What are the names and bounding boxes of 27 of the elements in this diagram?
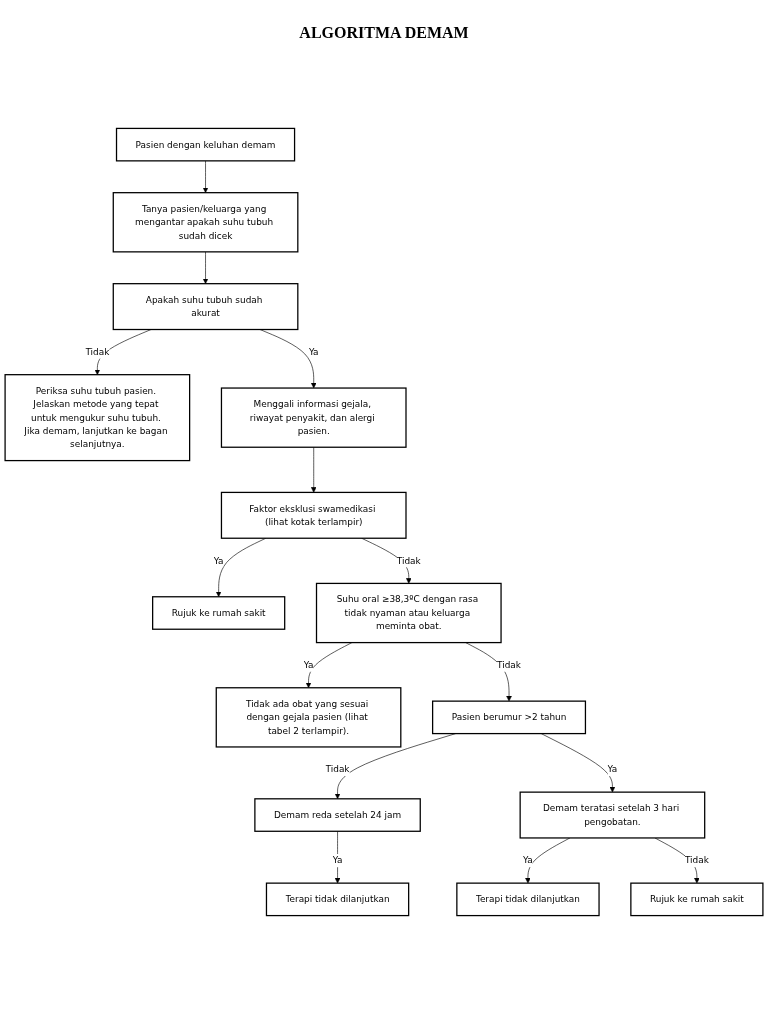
node-box: Terapi tidak dilanjutkan — [265, 882, 410, 917]
edge-label: Ya — [213, 555, 224, 566]
node-box: Terapi tidak dilanjutkan — [456, 882, 600, 917]
node-box: Tanya pasien/keluarga yang mengantar apakah suhu tubuh sudah dicek — [112, 192, 299, 253]
edge-label: Ya — [332, 855, 343, 866]
node-box: Suhu oral ≥38,3ºC dengan rasa tidak nyaman atau keluarga meminta obat. — [315, 582, 502, 644]
node-box: Pasien berumur >2 tahun — [432, 700, 587, 735]
node-box: Rujuk ke rumah sakit — [630, 882, 764, 917]
diagram-title: ALGORITMA DEMAM — [298, 24, 470, 42]
edge-label: Ya — [523, 855, 533, 866]
node-box: Pasien dengan keluhan demam — [115, 127, 296, 162]
edge-label: Tidak — [325, 764, 350, 775]
node-box: Menggali informasi gejala, riwayat penyakit, dan alergi pasien. — [220, 387, 407, 448]
edge-label: Ya — [303, 659, 314, 670]
node-box: Rujuk ke rumah sakit — [152, 596, 286, 630]
edge-label: Tidak — [497, 659, 521, 670]
edge-label: Tidak — [85, 346, 110, 357]
node-box: Periksa suhu tubuh pasien. Jelaskan metode yang tepat untuk mengukur suhu tubuh. Jika demam, lanjutkan ke bagan selanjutnya. — [4, 374, 191, 462]
node-box: Demam reda setelah 24 jam — [254, 798, 421, 832]
edge-label: Ya — [308, 346, 319, 357]
node-box: Tidak ada obat yang sesuai dengan gejala pasien (lihat tabel 2 terlampir). — [215, 687, 402, 748]
node-box: Faktor eksklusi swamedikasi (lihat kotak terlampir) — [220, 491, 407, 539]
edge-label: Tidak — [684, 855, 709, 866]
edge-label: Tidak — [396, 555, 421, 566]
node-box: Demam teratasi setelah 3 hari pengobatan. — [519, 791, 706, 839]
edge-label: Ya — [607, 764, 618, 775]
node-box: Apakah suhu tubuh sudah akurat — [112, 283, 299, 331]
